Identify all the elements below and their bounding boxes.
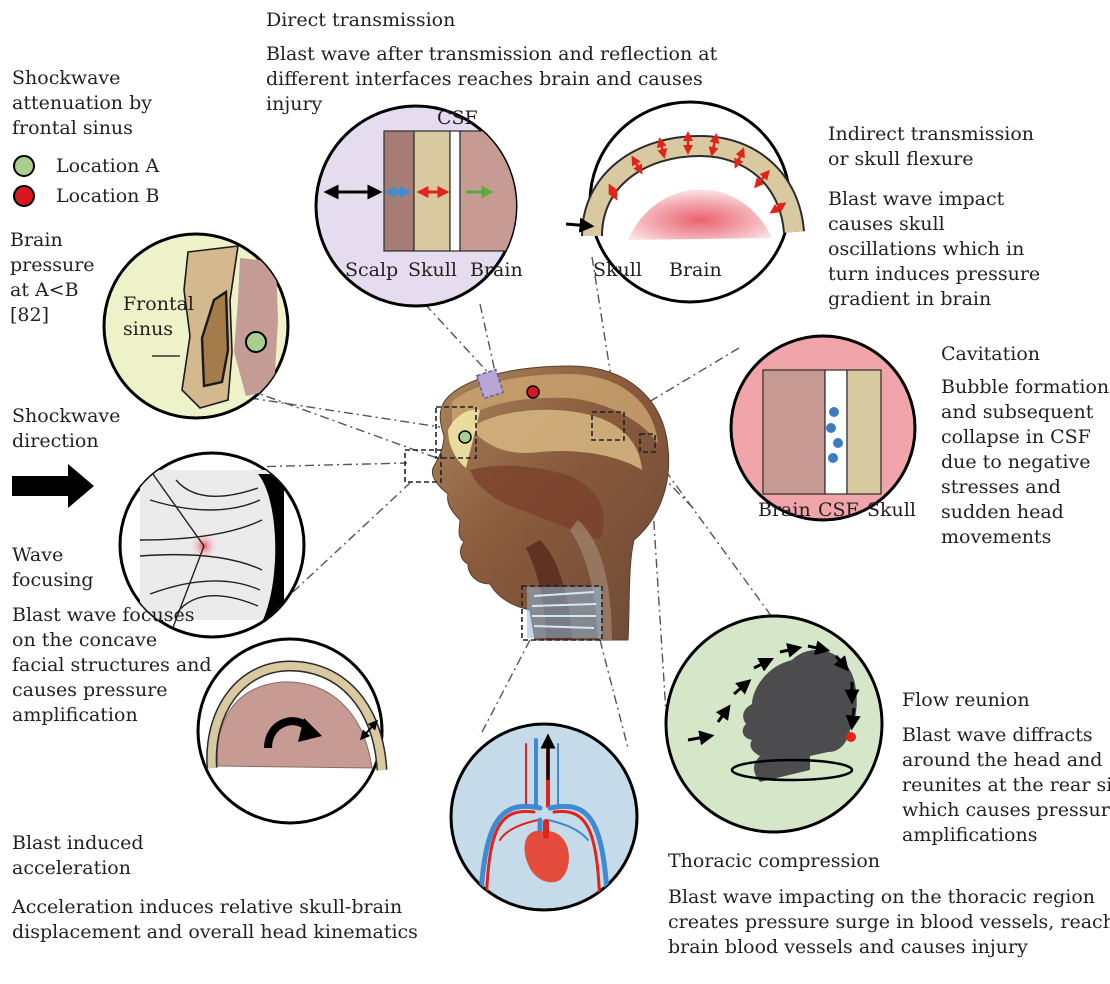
wave-focusing-title-line-2: focusing [12,569,94,591]
flow-reunion-desc-line-5: amplifications [902,824,1037,846]
direct-transmission-desc-line-2: different interfaces reaches brain and c… [266,68,703,90]
cavitation-desc-line-4: due to negative [941,451,1090,473]
shockwave-direction-arrow-icon [12,464,94,508]
wave-focusing-desc-line-4: causes pressure [12,679,168,701]
acceleration-title-line-2: acceleration [12,857,131,879]
legend-location-a-label: Location A [56,155,159,177]
cavitation-desc-line-5: stresses and [941,476,1061,498]
wave-focusing-desc-line-1: Blast wave focuses [12,604,195,626]
wave-focusing-title-line-1: Wave [12,544,63,566]
indirect-transmission-panel: Skull Brain Indirect transmission or sku… [566,102,1040,310]
frontal-sinus-title-line-3: frontal sinus [12,117,133,139]
frontal-location-a-marker [246,332,266,352]
indirect-title-line-2: or skull flexure [828,148,973,170]
indirect-desc-line-5: gradient in brain [828,288,991,310]
indirect-desc-line-4: turn induces pressure [828,263,1040,285]
acceleration-desc-line-1: Acceleration induces relative skull-brai… [11,896,402,918]
cavitation-brain-label: Brain [758,499,811,521]
wave-focusing-desc-line-5: amplification [12,704,138,726]
direct-transmission-desc-line-3: injury [266,93,323,115]
legend-location-b-swatch [14,186,34,206]
legend-location-a-swatch [14,156,34,176]
cavitation-desc-line-1: Bubble formation [941,376,1109,398]
thoracic-desc-line-3: brain blood vessels and causes injury [668,936,1028,958]
anatomical-head [405,366,669,640]
frontal-sinus-label-line-2: sinus [123,318,173,340]
cavitation-desc-line-3: collapse in CSF [941,426,1091,448]
direct-transmission-title: Direct transmission [266,9,455,31]
shockwave-direction: Shockwave direction [12,405,120,508]
brain-pressure-note-line-1: Brain [10,229,63,251]
cavitation-skull-label: Skull [867,499,916,521]
cavitation-skull-layer [847,370,881,494]
brain-pressure-note-line-2: pressure [10,254,95,276]
thoracic-desc-line-2: creates pressure surge in blood vessels,… [668,911,1110,933]
skull-label: Skull [408,259,457,281]
frontal-sinus-title-line-1: Shockwave [12,67,120,89]
cavitation-desc-line-2: and subsequent [941,401,1094,423]
scalp-label: Scalp [345,259,398,281]
csf-label: CSF [437,107,478,129]
flow-reunion-title: Flow reunion [902,689,1030,711]
brain-pressure-note-line-3: at A<B [10,279,79,301]
flow-reunion-desc-line-1: Blast wave diffracts [902,724,1093,746]
indirect-skull-label: Skull [593,259,642,281]
wave-focusing-desc-line-3: facial structures and [12,654,212,676]
thoracic-circle [451,724,637,910]
csf-layer [450,131,460,251]
indirect-desc-line-3: oscillations which in [828,238,1024,260]
thoracic-title: Thoracic compression [668,850,880,872]
cavitation-brain-layer [763,370,825,494]
acceleration-title-line-1: Blast induced [12,832,144,854]
flow-reunion-panel: Flow reunion Blast wave diffracts around… [666,616,1110,846]
indirect-brain-label: Brain [669,259,722,281]
frontal-sinus-title-line-2: attenuation by [12,92,152,114]
frontal-sinus-label-line-1: Frontal [123,293,194,315]
flow-reunion-desc-line-2: around the head and [902,749,1102,771]
impact-arrow [566,224,590,226]
brain-pressure-note-line-4: [82] [10,304,49,326]
flow-reunion-desc-line-3: reunites at the rear side, [902,774,1110,796]
cavitation-title: Cavitation [941,343,1040,365]
reunion-point-marker [846,732,856,742]
location-b-marker [527,386,539,398]
cavitation-panel: Brain CSF Skull Cavitation Bubble format… [731,336,1109,548]
shockwave-direction-label-line-2: direction [12,430,99,452]
direct-transmission-desc-line-1: Blast wave after transmission and reflec… [266,43,718,65]
location-a-marker [459,431,471,443]
legend-location-b-label: Location B [56,185,159,207]
flow-reunion-desc-line-4: which causes pressure [902,799,1110,821]
shockwave-direction-label-line-1: Shockwave [12,405,120,427]
thoracic-desc-line-1: Blast wave impacting on the thoracic reg… [668,886,1095,908]
brain-label: Brain [470,259,523,281]
frontal-sinus-panel: Shockwave attenuation by frontal sinus L… [10,67,288,418]
cavitation-csf-label: CSF [818,499,859,521]
cavitation-desc-line-6: sudden head [941,501,1064,523]
cavitation-desc-line-7: movements [941,526,1051,548]
indirect-title-line-1: Indirect transmission [828,123,1034,145]
wave-focusing-desc-line-2: on the concave [12,629,157,651]
indirect-desc-line-2: causes skull [828,213,945,235]
acceleration-desc-line-2: displacement and overall head kinematics [12,921,418,943]
indirect-desc-line-1: Blast wave impact [828,188,1005,210]
